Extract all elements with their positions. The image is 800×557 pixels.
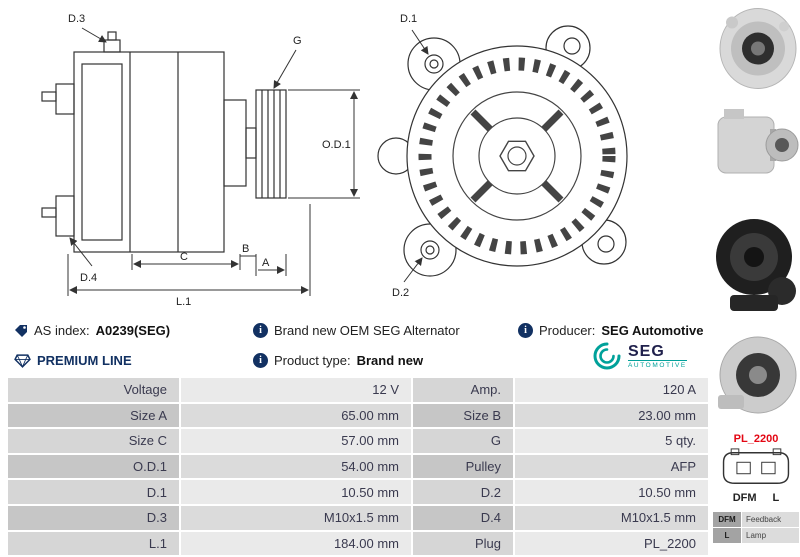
spec-label: Voltage — [8, 378, 179, 402]
legend-desc: Lamp — [742, 528, 799, 543]
producer-value: SEG Automotive — [601, 323, 704, 338]
producer-label: Producer: — [539, 323, 596, 338]
spec-value: M10x1.5 mm — [515, 505, 708, 530]
photo-3-image — [716, 219, 796, 311]
spec-value: 184.00 mm — [181, 531, 411, 556]
spec-label: D.1 — [8, 480, 179, 504]
spec-value: 5 qty. — [515, 429, 708, 453]
legend-desc: Feedback — [742, 512, 799, 527]
spec-value: 54.00 mm — [181, 454, 411, 479]
seg-automotive-logo: SEG AUTOMOTIVE — [592, 341, 687, 371]
product-photo-4[interactable] — [712, 327, 800, 427]
dim-label-g: G — [293, 35, 302, 47]
producer-row: i Producer: SEG Automotive — [518, 323, 703, 338]
spec-table: Voltage 12 V Amp. 120 A Size A 65.00 mm … — [8, 378, 708, 556]
product-type-row: i Product type: Brand new — [253, 353, 423, 368]
dim-label-l1: L.1 — [176, 296, 191, 308]
dim-label-c: C — [180, 251, 188, 263]
technical-drawing-front-view: D.1 D.2 — [372, 4, 662, 309]
spec-label: Size C — [8, 429, 179, 453]
tag-icon — [15, 324, 27, 337]
brand-new-row: i Brand new OEM SEG Alternator — [253, 323, 460, 338]
seg-logo-text: SEG AUTOMOTIVE — [628, 342, 687, 369]
dim-label-d3: D.3 — [68, 13, 85, 25]
spec-label: L.1 — [8, 531, 179, 556]
spec-value: 120 A — [515, 378, 708, 402]
spec-value: 10.50 mm — [181, 480, 411, 504]
dim-label-d4: D.4 — [80, 272, 97, 284]
spec-label: G — [413, 429, 513, 453]
info-icon: i — [253, 353, 268, 368]
front-view-svg: D.1 D.2 — [377, 13, 628, 299]
plug-code-label: PL_2200 — [733, 433, 779, 445]
plug-pin-dfm: DFM — [732, 492, 757, 504]
spec-value: 57.00 mm — [181, 429, 411, 453]
product-type-value: Brand new — [356, 353, 424, 368]
spec-value: 23.00 mm — [515, 403, 708, 428]
right-column: PL_2200 DFM L DFM Feedback L Lamp — [712, 0, 800, 557]
photo-1-image — [719, 8, 797, 89]
spec-value: 65.00 mm — [181, 403, 411, 428]
dim-label-d1: D.1 — [400, 13, 417, 25]
dim-label-b: B — [242, 243, 249, 255]
spec-value: AFP — [515, 454, 708, 479]
technical-drawing-side-view: D.3 G O.D.1 D.4 C B A L.1 — [12, 4, 367, 309]
spec-value: PL_2200 — [515, 531, 708, 556]
plug-pin-l: L — [772, 492, 780, 504]
spec-label: D.3 — [8, 505, 179, 530]
photo-4-image — [718, 336, 797, 414]
spec-label: Pulley — [413, 454, 513, 479]
as-index-value: A0239(SEG) — [95, 323, 171, 338]
spec-value: 12 V — [181, 378, 411, 402]
legend-pin: L — [713, 528, 741, 543]
diamond-icon — [14, 353, 31, 368]
spec-label: Size B — [413, 403, 513, 428]
product-type-label: Product type: — [274, 353, 351, 368]
info-section: AS index: A0239(SEG) i Brand new OEM SEG… — [0, 315, 712, 377]
spec-label: Plug — [413, 531, 513, 556]
product-photo-2[interactable] — [712, 95, 800, 195]
photo-2-image — [717, 109, 799, 174]
plug-pin-labels: DFM L — [712, 492, 800, 504]
spec-label: O.D.1 — [8, 454, 179, 479]
side-view-svg: D.3 G O.D.1 D.4 C B A L.1 — [41, 13, 360, 308]
product-photo-1[interactable] — [712, 2, 800, 95]
spec-label: Amp. — [413, 378, 513, 402]
as-index-row: AS index: A0239(SEG) — [14, 323, 170, 338]
premium-line-label: PREMIUM LINE — [37, 353, 132, 368]
dim-label-od1: O.D.1 — [322, 139, 351, 151]
spec-value: M10x1.5 mm — [181, 505, 411, 530]
plug-connector-icon — [722, 448, 790, 484]
spec-label: D.2 — [413, 480, 513, 504]
seg-logo-swirl-icon — [593, 342, 621, 370]
dim-label-a: A — [262, 257, 270, 269]
spec-label: D.4 — [413, 505, 513, 530]
premium-line-row: PREMIUM LINE — [14, 353, 132, 368]
info-icon: i — [253, 323, 268, 338]
dim-label-d2: D.2 — [392, 287, 409, 299]
plug-connector-drawing: DFM L — [712, 447, 800, 504]
plug-legend-table: DFM Feedback L Lamp — [713, 512, 799, 543]
spec-value: 10.50 mm — [515, 480, 708, 504]
brand-new-text: Brand new OEM SEG Alternator — [274, 323, 460, 338]
legend-pin: DFM — [713, 512, 741, 527]
seg-logo-name: SEG — [628, 342, 665, 360]
seg-logo-subtitle: AUTOMOTIVE — [628, 359, 687, 369]
spec-label: Size A — [8, 403, 179, 428]
product-photo-3[interactable] — [712, 195, 800, 327]
info-icon: i — [518, 323, 533, 338]
as-index-label: AS index: — [34, 323, 90, 338]
